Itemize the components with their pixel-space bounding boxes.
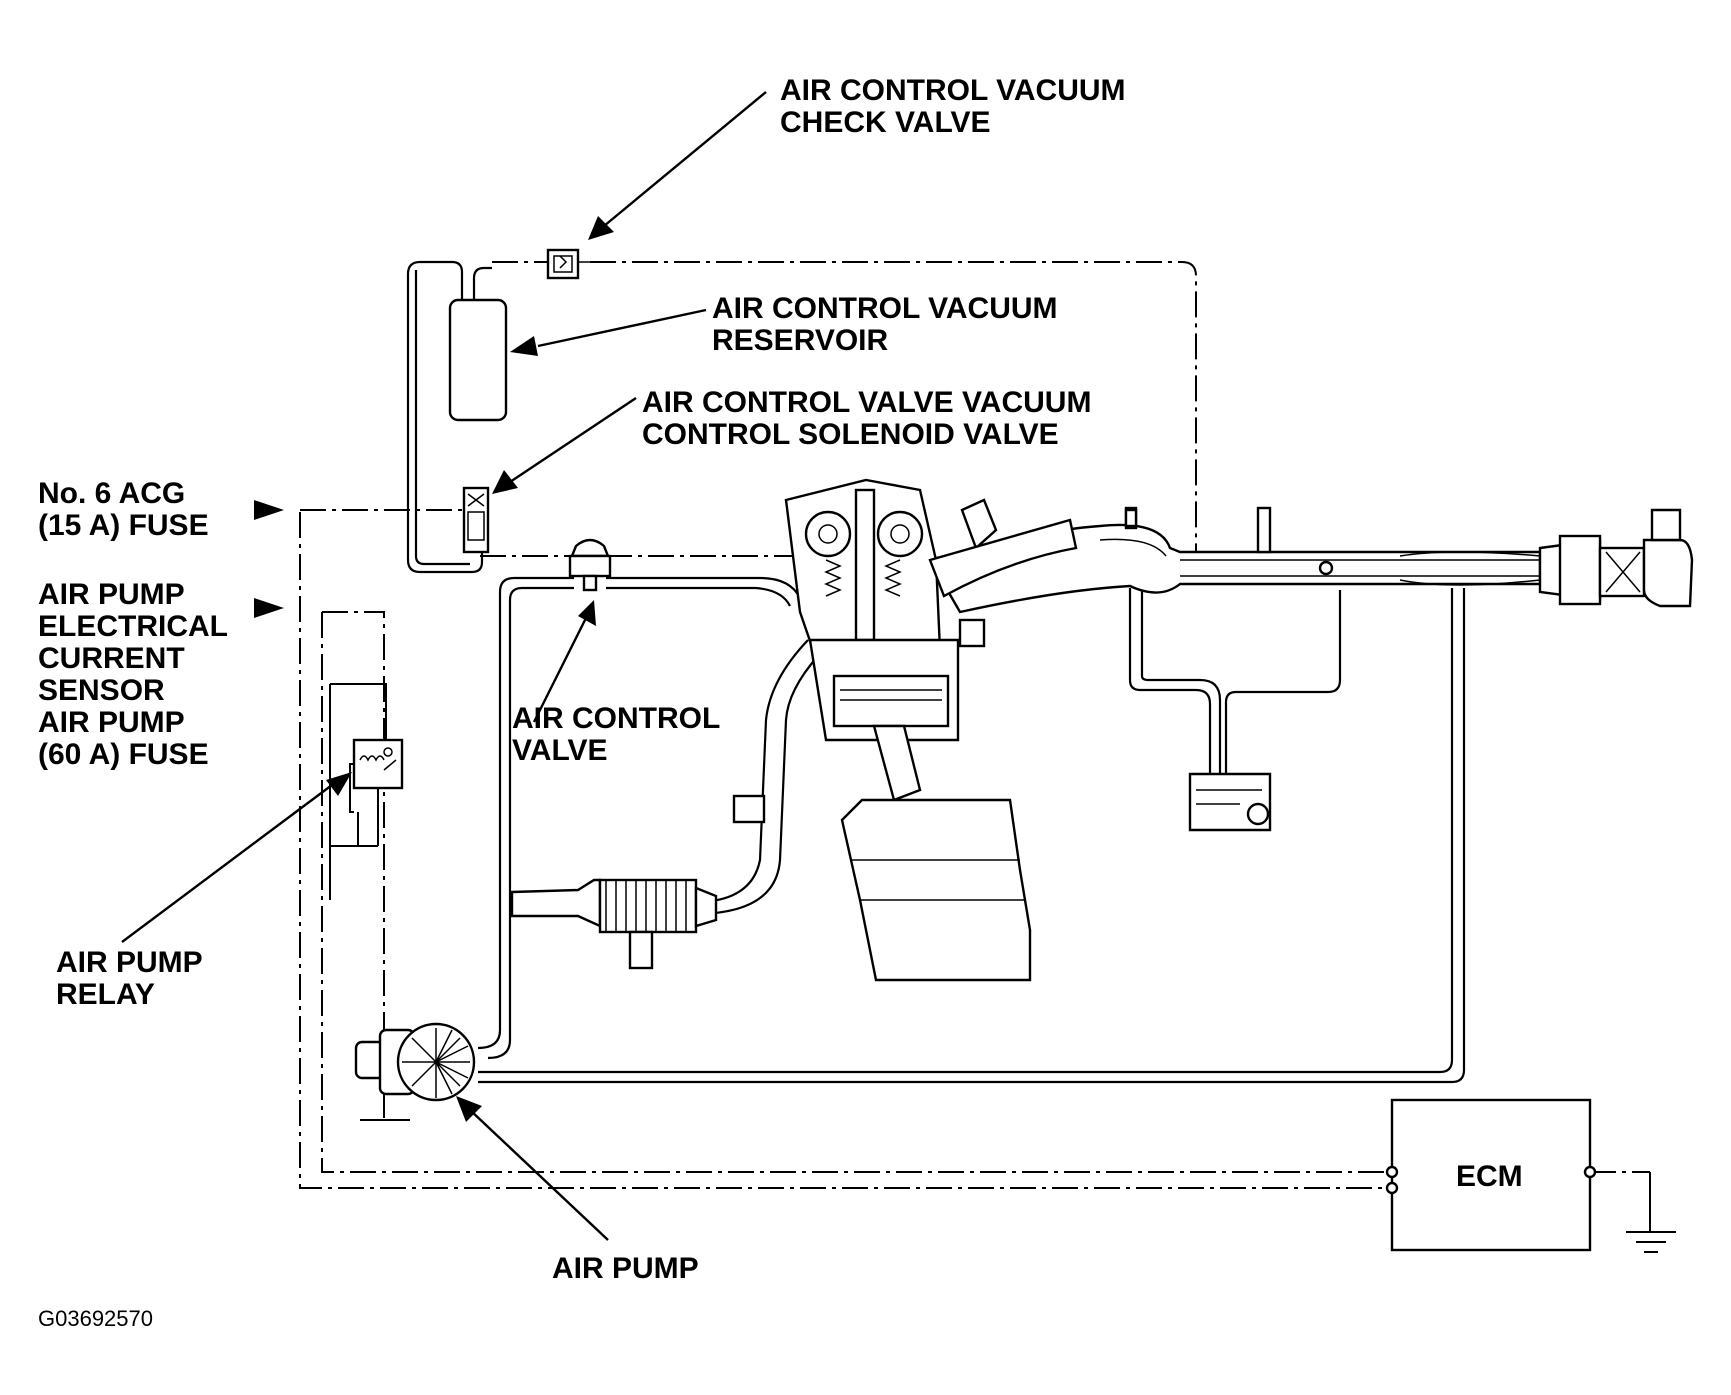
- solenoid-valve-icon: [462, 486, 490, 554]
- label-solenoid: AIR CONTROL VALVE VACUUM CONTROL SOLENOI…: [642, 386, 1091, 451]
- label-reservoir-line2: RESERVOIR: [712, 324, 888, 357]
- figure-code: G03692570: [38, 1306, 153, 1331]
- label-solenoid-line2: CONTROL SOLENOID VALVE: [642, 418, 1059, 451]
- label-relay-line1: AIR PUMP: [56, 946, 203, 979]
- label-air-pump-line1: AIR PUMP: [552, 1252, 699, 1285]
- label-current-sensor: AIR PUMP ELECTRICAL CURRENT SENSOR: [38, 578, 228, 707]
- label-air-control-valve-line2: VALVE: [512, 734, 608, 767]
- ecm-label: ECM: [1456, 1160, 1523, 1193]
- label-air-pump: AIR PUMP: [552, 1252, 699, 1285]
- ground-icon: [330, 845, 1676, 1253]
- air-control-valve-icon: [568, 538, 612, 592]
- engine-cutaway-icon: [784, 478, 1138, 982]
- relay-icon: [329, 683, 404, 900]
- label-current-sensor-line2: ELECTRICAL: [38, 610, 228, 643]
- label-pump-fuse: AIR PUMP (60 A) FUSE: [38, 706, 209, 771]
- label-current-sensor-line4: SENSOR: [38, 674, 165, 707]
- label-air-control-valve-line1: AIR CONTROL: [512, 702, 720, 735]
- label-acg-fuse: No. 6 ACG (15 A) FUSE: [38, 477, 209, 542]
- air-filter-icon: [510, 794, 766, 970]
- vacuum-reservoir-icon: [448, 298, 508, 422]
- label-acg-fuse-line2: (15 A) FUSE: [38, 509, 209, 542]
- check-valve-icon: [536, 248, 590, 280]
- label-current-sensor-line3: CURRENT: [38, 642, 185, 675]
- ecm-box: [1385, 1098, 1597, 1252]
- vacuum-lines: [299, 261, 1650, 1189]
- air-pump-icon: [354, 1022, 476, 1118]
- label-air-control-valve: AIR CONTROL VALVE: [512, 702, 720, 767]
- label-reservoir-line1: AIR CONTROL VACUUM: [712, 292, 1058, 325]
- label-pump-fuse-line1: AIR PUMP: [38, 706, 185, 739]
- label-solenoid-line1: AIR CONTROL VALVE VACUUM: [642, 386, 1091, 419]
- label-acg-fuse-line1: No. 6 ACG: [38, 477, 185, 510]
- label-check-valve: AIR CONTROL VACUUM CHECK VALVE: [780, 74, 1126, 139]
- label-check-valve-line1: AIR CONTROL VACUUM: [780, 74, 1126, 107]
- label-current-sensor-line1: AIR PUMP: [38, 578, 185, 611]
- label-reservoir: AIR CONTROL VACUUM RESERVOIR: [712, 292, 1058, 357]
- leader-arrows: [121, 91, 767, 1241]
- label-relay: AIR PUMP RELAY: [56, 946, 203, 1011]
- label-pump-fuse-line2: (60 A) FUSE: [38, 738, 209, 771]
- label-check-valve-line2: CHECK VALVE: [780, 106, 991, 139]
- label-relay-line2: RELAY: [56, 978, 155, 1011]
